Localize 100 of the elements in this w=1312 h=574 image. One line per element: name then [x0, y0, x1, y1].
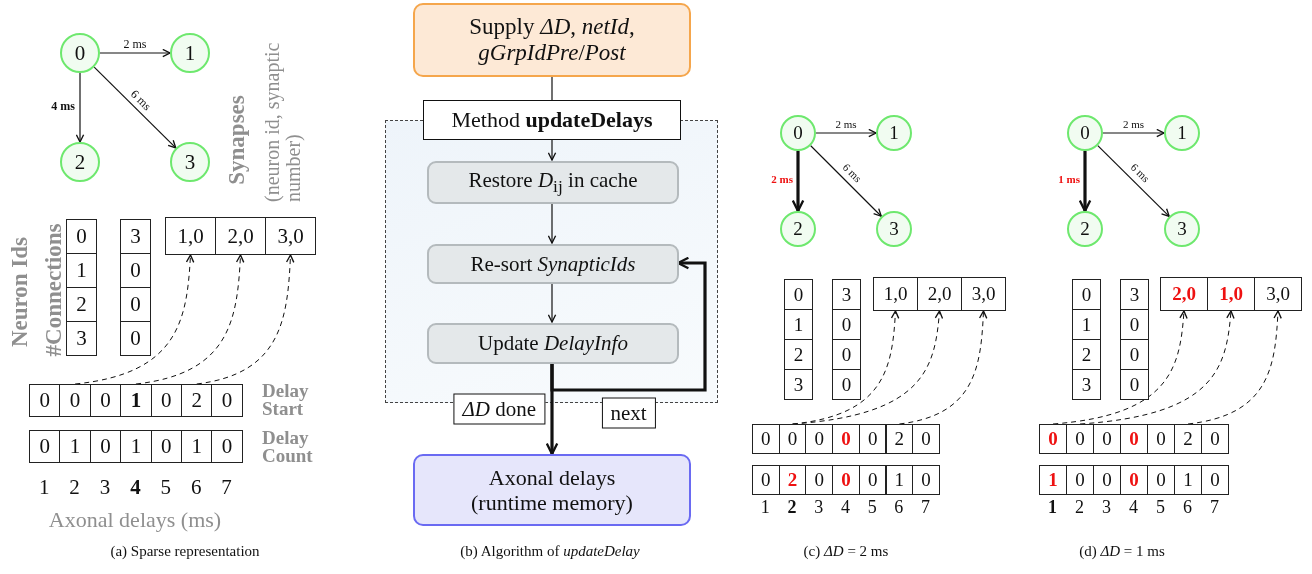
- array-cell: 0: [1039, 424, 1067, 454]
- arrow: [547, 139, 557, 161]
- process-box: Restore D$_{ij}$ in cache: [427, 161, 679, 204]
- array-cell: 0: [59, 384, 91, 417]
- tick-label: 6: [1183, 497, 1192, 517]
- neuron-circle: 2: [60, 142, 100, 182]
- tick-label: 7: [1210, 497, 1219, 517]
- array-cell: 0: [1201, 424, 1229, 454]
- array-cell: 0: [1147, 465, 1175, 495]
- arrow: [815, 128, 877, 138]
- array-cell: 0: [858, 465, 887, 495]
- array-cell: 0: [1120, 309, 1149, 340]
- arrow: [547, 282, 557, 323]
- array-cell: 0: [1120, 369, 1149, 400]
- neuron-circle: 2: [780, 211, 816, 247]
- row-title: Delay Start: [262, 381, 310, 419]
- array-cell: 2,0: [917, 277, 962, 311]
- tick-label: 5: [160, 476, 172, 498]
- array-cell: 1: [66, 253, 97, 288]
- array-cell: 0: [1120, 339, 1149, 370]
- memory-box: Axonal delays (runtime memory): [413, 454, 691, 526]
- neuron-circle: 1: [170, 33, 210, 73]
- arrow: [93, 66, 177, 149]
- array-cell: 0: [832, 309, 861, 340]
- array-cell: 3: [1120, 279, 1149, 310]
- neuron-circle: 0: [60, 33, 100, 73]
- edge-label: 2 ms: [123, 38, 147, 50]
- neuron-circle: 1: [1164, 115, 1200, 151]
- array-cell: 3: [120, 219, 151, 254]
- tick-label: 3: [814, 497, 824, 517]
- array-cell: 0: [1066, 424, 1094, 454]
- array-cell: 0: [1066, 465, 1094, 495]
- array-cell: 1: [1174, 465, 1202, 495]
- arrow: [99, 48, 171, 58]
- array-cell: 1,0: [165, 217, 216, 255]
- array-cell: 0: [120, 287, 151, 322]
- array-cell: 3: [832, 279, 861, 310]
- caption: (d) ΔD = 1 ms: [1079, 544, 1165, 560]
- tick-label: 3: [1102, 497, 1111, 517]
- array-cell: 1,0: [873, 277, 918, 311]
- array-cell: 0: [150, 430, 182, 463]
- edge-label: 2 ms: [771, 173, 793, 185]
- tick-label: 7: [921, 497, 931, 517]
- array-cell: 0: [150, 384, 182, 417]
- array-cell: 1: [120, 430, 152, 463]
- edge-label: 2 ms: [835, 118, 857, 130]
- tick-label: 5: [867, 497, 877, 517]
- tick-label: 2: [69, 476, 80, 498]
- array-cell: 0: [778, 424, 807, 454]
- tick-label: 4: [130, 476, 141, 498]
- connector-line: [551, 76, 553, 101]
- arrow: [810, 145, 882, 217]
- array-cell: 1: [1072, 309, 1101, 340]
- array-cell: 0: [89, 384, 122, 417]
- array-cell: 3: [1072, 369, 1101, 400]
- array-cell: 3,0: [1254, 277, 1302, 311]
- array-cell: 2: [778, 465, 807, 495]
- array-cell: 0: [120, 321, 151, 356]
- array-cell: 2: [1174, 424, 1202, 454]
- array-cell: 1: [59, 430, 91, 463]
- tick-label: 2: [1075, 497, 1084, 517]
- array-cell: 2: [885, 424, 914, 454]
- array-cell: 2,0: [215, 217, 266, 255]
- array-cell: 0: [912, 465, 940, 495]
- process-box: Re-sort SynapticIds: [427, 244, 679, 284]
- neuron-circle: 3: [170, 142, 210, 182]
- neuron-circle: 2: [1067, 211, 1103, 247]
- caption: (a) Sparse representation: [110, 544, 260, 560]
- array-cell: 0: [66, 219, 97, 254]
- array-cell: 0: [1201, 465, 1229, 495]
- tick-label: 1: [1048, 497, 1057, 517]
- array-cell: 1: [885, 465, 914, 495]
- array-cell: 0: [211, 430, 243, 463]
- edge-label: 6 ms: [840, 161, 864, 185]
- array-cell: 0: [1120, 465, 1148, 495]
- method-box: Method updateDelays: [423, 100, 681, 140]
- edge-label-box: next: [601, 397, 656, 429]
- neuron-circle: 1: [876, 115, 912, 151]
- array-cell: 2: [66, 287, 97, 322]
- tick-label: 7: [221, 476, 232, 498]
- array-cell: 2,0: [1160, 277, 1208, 311]
- array-cell: 1: [1039, 465, 1067, 495]
- neuron-circle: 3: [1164, 211, 1200, 247]
- array-cell: 0: [1093, 465, 1121, 495]
- tick-label: 4: [840, 497, 850, 517]
- array-cell: 1: [181, 430, 213, 463]
- array-cell: 0: [1120, 424, 1148, 454]
- neuron-circle: 0: [1067, 115, 1103, 151]
- array-cell: 0: [120, 253, 151, 288]
- tick-label: 6: [190, 476, 202, 498]
- neuron-circle: 3: [876, 211, 912, 247]
- row-title: Delay Count: [262, 428, 314, 466]
- array-cell: 0: [832, 369, 861, 400]
- row-title: #Connections: [41, 223, 67, 357]
- array-cell: 0: [832, 339, 861, 370]
- edge-label-box: ΔD done: [453, 393, 545, 425]
- axis-title: Axonal delays (ms): [48, 508, 222, 532]
- array-cell: 3,0: [961, 277, 1006, 311]
- arrow: [1097, 145, 1170, 217]
- tick-label: 1: [760, 497, 770, 517]
